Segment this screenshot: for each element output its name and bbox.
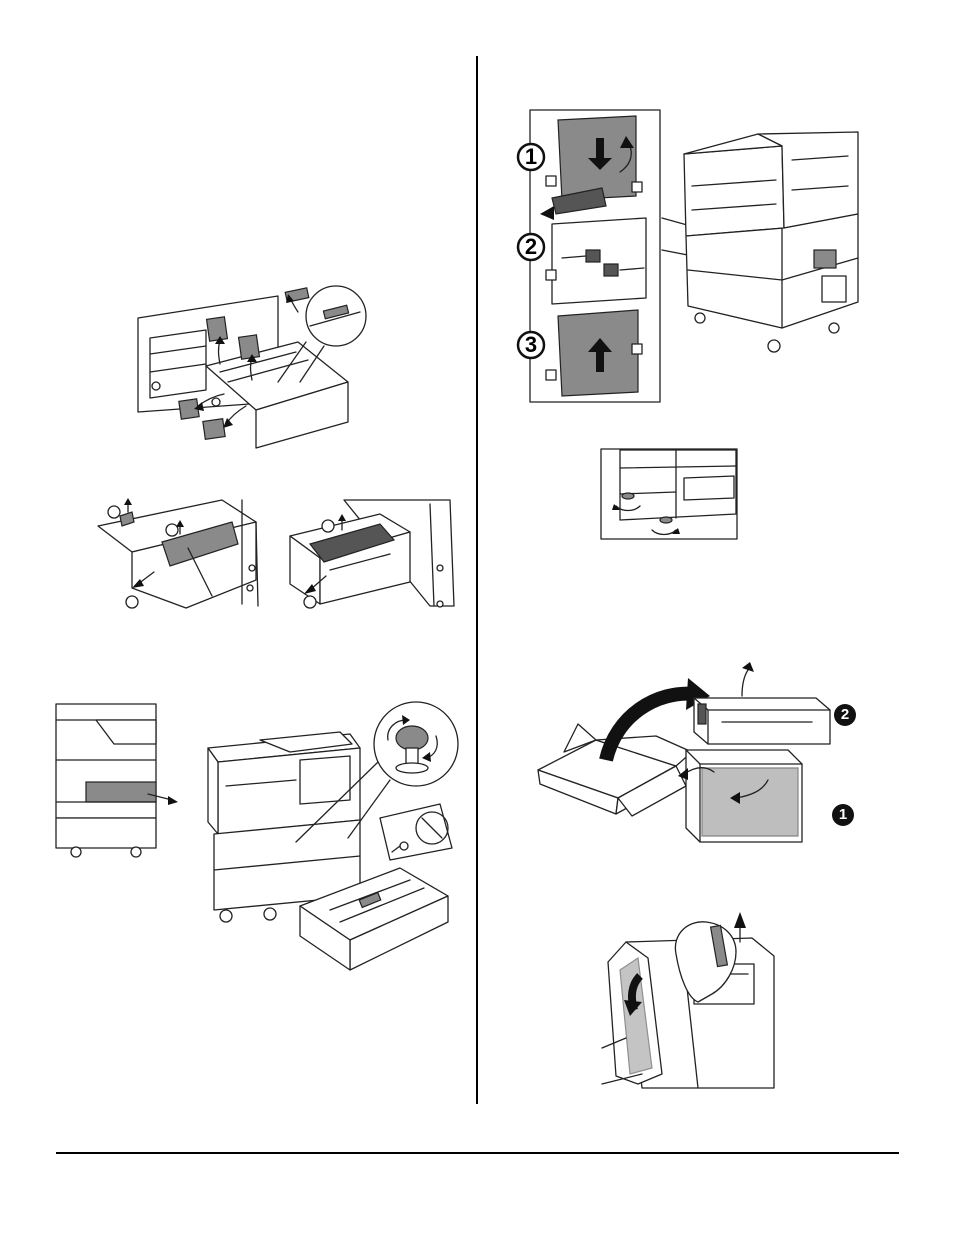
figure-unpack-consumables: 2 1 (536, 656, 866, 852)
box-item-number-2: 2 (832, 706, 858, 723)
figure-remove-tray-packing (128, 282, 368, 452)
figure-open-cover (602, 898, 776, 1090)
figure-panel-steps: 1 2 3 (516, 108, 662, 404)
step-number-1: 1 (516, 144, 546, 170)
figure-printer-rear (662, 130, 874, 356)
footer-rule (56, 1152, 899, 1154)
figure-printer-thumbscrew (200, 700, 460, 976)
step-number-3: 3 (516, 332, 546, 358)
column-divider (476, 56, 478, 1104)
figure-printer-left-partial (56, 700, 186, 860)
figure-drawer-packing-right (290, 496, 460, 614)
figure-drawer-packing-left (92, 496, 264, 614)
figure-leveling-feet (600, 448, 738, 540)
consumables-drawing (536, 656, 866, 852)
step-number-2: 2 (516, 234, 546, 260)
box-item-number-1: 1 (830, 806, 856, 823)
